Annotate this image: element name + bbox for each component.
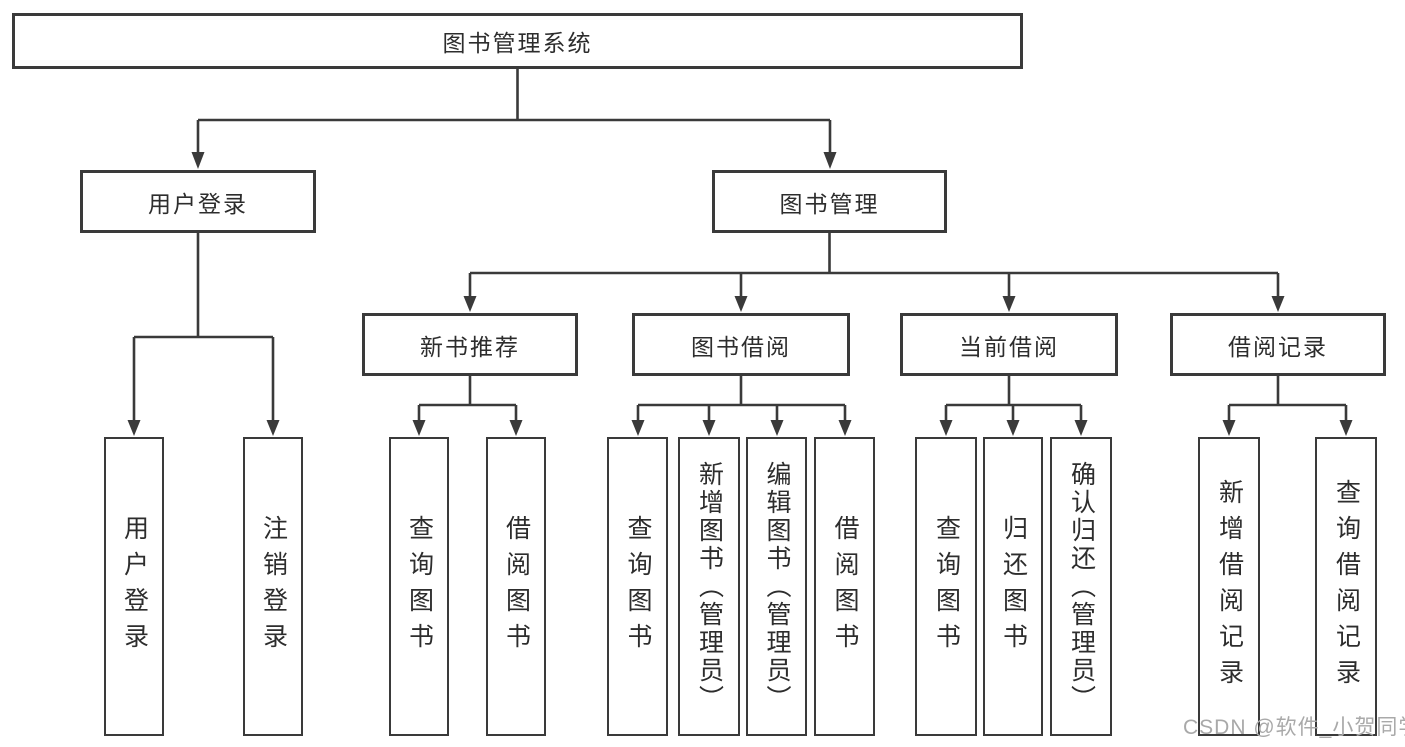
arrowhead-icon [1002, 296, 1016, 312]
node-borrow-records-label: 借阅记录 [1228, 333, 1328, 360]
arrowhead-icon [509, 420, 523, 436]
arrowhead-icon [266, 420, 280, 436]
leaf-bb-edit-book-admin-label: 编辑图书（管理员） [763, 460, 791, 713]
node-book-management-label: 图书管理 [779, 190, 880, 217]
connector-user-login-to-leaves [127, 233, 280, 436]
arrowhead-icon [412, 420, 426, 436]
node-book-borrow-label: 图书借阅 [691, 333, 791, 360]
leaf-cb-return-book: 归还图书 [983, 437, 1043, 736]
arrowhead-icon [1222, 420, 1236, 436]
node-new-book-recommend-label: 新书推荐 [420, 333, 520, 360]
leaf-logout: 注销登录 [243, 437, 303, 736]
node-library-system: 图书管理系统 [12, 13, 1023, 69]
leaf-cb-return-book-label: 归还图书 [999, 514, 1028, 659]
node-borrow-records: 借阅记录 [1170, 313, 1386, 376]
arrowhead-icon [939, 420, 953, 436]
node-user-login: 用户登录 [80, 170, 316, 233]
leaf-br-query-record: 查询借阅记录 [1315, 437, 1377, 736]
leaf-rec-borrow-book: 借阅图书 [486, 437, 546, 736]
leaf-user-login-label: 用户登录 [120, 514, 149, 659]
leaf-br-query-record-label: 查询借阅记录 [1332, 478, 1361, 695]
node-library-system-label: 图书管理系统 [442, 30, 593, 56]
leaf-rec-borrow-book-label: 借阅图书 [502, 514, 531, 659]
leaf-br-add-record: 新增借阅记录 [1198, 437, 1260, 736]
node-user-login-label: 用户登录 [148, 190, 248, 217]
leaf-bb-add-book-admin: 新增图书（管理员） [678, 437, 740, 736]
leaf-user-login: 用户登录 [104, 437, 164, 736]
leaf-bb-borrow-book-label: 借阅图书 [831, 514, 859, 659]
connector-book-borrow-to-leaves [631, 376, 852, 436]
leaf-cb-confirm-return-admin-label: 确认归还（管理员） [1067, 460, 1096, 713]
leaf-cb-confirm-return-admin: 确认归还（管理员） [1050, 437, 1112, 736]
arrowhead-icon [631, 420, 645, 436]
arrowhead-icon [191, 152, 205, 169]
connector-book-mgmt-to-level2 [463, 233, 1285, 312]
leaf-cb-query-book-label: 查询图书 [932, 514, 961, 659]
arrowhead-icon [1339, 420, 1353, 436]
arrowhead-icon [838, 420, 852, 436]
leaf-bb-query-book: 查询图书 [607, 437, 668, 736]
arrowhead-icon [127, 420, 141, 436]
leaf-rec-query-book-label: 查询图书 [405, 514, 434, 659]
watermark: CSDN @软件_小贺同学 [1183, 716, 1405, 739]
leaf-bb-borrow-book: 借阅图书 [814, 437, 875, 736]
connector-new-book-rec-to-leaves [412, 376, 523, 436]
leaf-bb-query-book-label: 查询图书 [624, 514, 652, 659]
leaf-rec-query-book: 查询图书 [389, 437, 449, 736]
connector-root-to-level1 [191, 69, 837, 169]
arrowhead-icon [734, 296, 748, 312]
connector-borrow-records-to-leaves [1222, 376, 1353, 436]
arrowhead-icon [1074, 420, 1088, 436]
node-current-borrow: 当前借阅 [900, 313, 1118, 376]
arrowhead-icon [463, 296, 477, 312]
connector-current-borrow-to-leaves [939, 376, 1088, 436]
node-book-borrow: 图书借阅 [632, 313, 850, 376]
node-new-book-recommend: 新书推荐 [362, 313, 578, 376]
leaf-bb-edit-book-admin: 编辑图书（管理员） [746, 437, 807, 736]
arrowhead-icon [702, 420, 716, 436]
node-current-borrow-label: 当前借阅 [959, 333, 1059, 360]
arrowhead-icon [1006, 420, 1020, 436]
arrowhead-icon [770, 420, 784, 436]
node-book-management: 图书管理 [712, 170, 947, 233]
leaf-bb-add-book-admin-label: 新增图书（管理员） [695, 460, 724, 713]
leaf-cb-query-book: 查询图书 [915, 437, 977, 736]
leaf-br-add-record-label: 新增借阅记录 [1215, 478, 1244, 695]
leaf-logout-label: 注销登录 [259, 514, 288, 659]
arrowhead-icon [1271, 296, 1285, 312]
arrowhead-icon [823, 152, 837, 169]
